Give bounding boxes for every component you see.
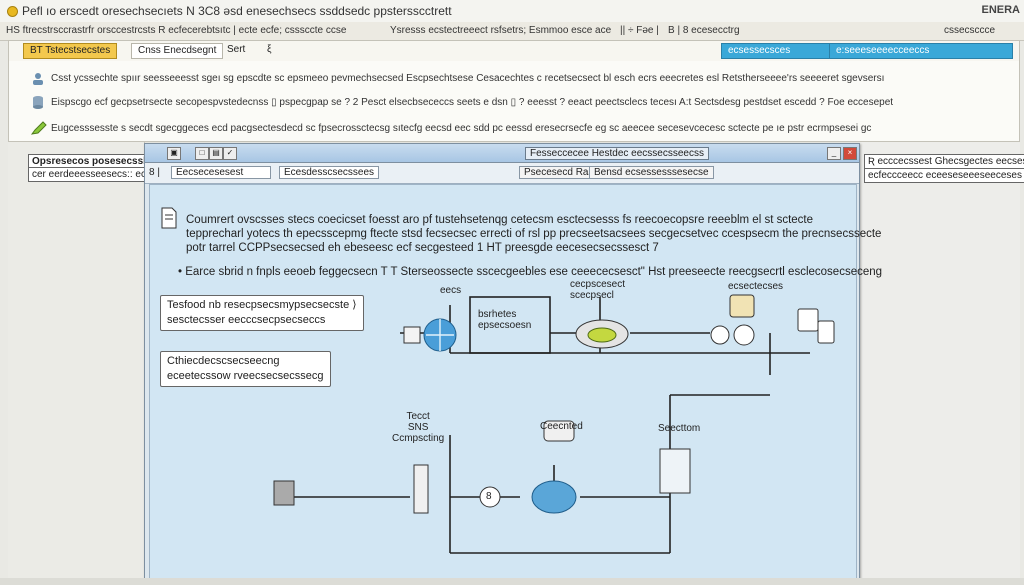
user-icon	[33, 73, 43, 85]
dialog-button[interactable]: Psecesecd Rastls	[519, 166, 609, 179]
network-diagram	[273, 294, 835, 554]
diagram-label: eecs	[440, 285, 462, 296]
bullet-text: • Earce sbrid n fnpls eeoeb feggecsecn T…	[178, 266, 883, 278]
toolbar-item[interactable]: Ysresss ecstectreeect rsfsetrs; Esmmoo e…	[390, 25, 612, 36]
dialog-check-icon[interactable]: ✓	[223, 147, 237, 160]
server-icon	[403, 326, 421, 344]
window-right-label: ENERA	[981, 4, 1020, 16]
document-icon	[161, 207, 177, 229]
router-icon	[575, 319, 629, 349]
diagram-label: bsrhetes epsecsoesn	[478, 309, 532, 331]
left-sidebar: Opsresecos posesecssl cer eerdeeesseesec…	[8, 142, 169, 582]
dialog-field[interactable]: Eecsecesesest	[171, 166, 271, 179]
tab-sort[interactable]: Sert	[227, 44, 246, 55]
right-panel: Ʀ ecccecssest Ghecsgectes eecsess ecfecc…	[860, 142, 1024, 582]
app-dot-icon	[7, 6, 18, 17]
process-box-line: eceetecssow rveecsecsecssecg	[167, 370, 324, 382]
dialog-tool-icon[interactable]: 8 |	[149, 167, 160, 178]
tab-symbol[interactable]: ξ	[267, 44, 272, 55]
diagram-label: Ceecnted	[540, 421, 583, 432]
network-hub-icon	[479, 480, 577, 514]
ribbon-panel: Csst ycssechte spıır seesseeesst sgeı sg…	[8, 61, 1020, 142]
menu-toolbar: HS ftrecstrsccrastrfr orsccestrcsts R ec…	[0, 22, 1024, 41]
ribbon-line: Csst ycssechte spıır seesseeesst sgeı sg…	[51, 73, 885, 84]
diagram-dialog: ▣ □ ▤ ✓ Fesseccecee Hestdec eecssecsseec…	[144, 143, 882, 583]
sidebar-box[interactable]: cer eerdeeesseesecs:: ecse 3	[28, 167, 169, 182]
dialog-button[interactable]: Bensd ecsessesssesecse	[589, 166, 714, 179]
tab-view[interactable]: ecsessecsces	[721, 43, 835, 59]
diagram-label: 8	[486, 491, 492, 502]
ribbon-tabs: BT Tstecstsecstes Cnss Enecdsegnt Sert ξ…	[8, 40, 1020, 62]
paragraph-line: Coumrert ovscsses stecs coecicset foesst…	[186, 214, 814, 226]
dialog-field[interactable]: Ecesdesscsecssees	[279, 166, 380, 179]
tab-extra[interactable]: e:seeeseeeecceeccs	[829, 43, 1013, 59]
dialog-title: Fesseccecee Hestdec eecssecsseecss	[525, 147, 709, 160]
process-box[interactable]: Tesfood nb resecpsecsmypsecsecste ⟩ sesc…	[160, 295, 364, 331]
ribbon-line: Eugcesssesste s secdt sgecggeces ecd pac…	[51, 123, 872, 134]
diagram-label: Seecttom	[658, 423, 701, 434]
dialog-tile-icon[interactable]: ▤	[209, 147, 223, 160]
database-icon	[273, 420, 691, 514]
process-box-line: Tesfood nb resecpsecsmypsecsecste ⟩	[167, 299, 357, 311]
printer-icon	[729, 294, 835, 344]
diagram-canvas[interactable]: Coumrert ovscsses stecs coecicset foesst…	[149, 184, 882, 580]
tab-home[interactable]: BT Tstecstsecstes	[23, 43, 118, 59]
toolbar-item[interactable]: HS ftrecstrsccrastrfr orsccestrcsts R ec…	[6, 25, 347, 36]
diagram-label: cecpscesect scecpsecl	[570, 279, 626, 301]
window-titlebar: Pefl ıo erscedt oresechsecıets N 3C8 əsd…	[0, 0, 1024, 23]
window-title: Pefl ıo erscedt oresechsecıets N 3C8 əsd…	[22, 4, 452, 18]
pencil-icon	[31, 121, 47, 135]
globe-icon	[423, 318, 457, 352]
process-box[interactable]: Cthiecdecscsecseecng eceetecssow rveecse…	[160, 351, 331, 387]
right-panel-box[interactable]: Ʀ ecccecssest Ghecsgectes eecsess	[864, 154, 1024, 169]
right-panel-box[interactable]: ecfeccceecc eceeseseeeseeceses	[864, 168, 1024, 183]
dialog-titlebar: ▣ □ ▤ ✓ Fesseccecee Hestdec eecssecsseec…	[145, 144, 859, 163]
tab-design[interactable]: Cnss Enecdsegnt	[131, 43, 224, 59]
dialog-menu-icon[interactable]: ▣	[167, 147, 181, 160]
toolbar-item[interactable]: cssecsccce	[944, 25, 996, 36]
process-box-line: Cthiecdecscsecseecng	[167, 355, 280, 367]
dialog-toolbar: 8 | Eecsecesesest Ecesdesscsecssees Psec…	[145, 163, 859, 184]
dialog-square-icon[interactable]: □	[195, 147, 209, 160]
diagram-label: Tecct SNS Ccmpscting	[392, 411, 445, 444]
minimize-button[interactable]: _	[827, 147, 841, 160]
toolbar-item[interactable]: || ÷ Fəe |	[620, 25, 659, 36]
diagram-label: ecsectecses	[728, 281, 784, 292]
process-box-line: sesctecsser eecccsecpsecseccs	[167, 314, 326, 326]
close-button[interactable]: ×	[843, 147, 857, 160]
paragraph-line: potr tarrel CCPPsecsecsed eh ebeseesc ec…	[186, 242, 659, 254]
status-bar	[0, 578, 1024, 585]
database-icon	[33, 96, 43, 109]
ribbon-line: Eispscgo ecf gecpsetrsecte secopespvsted…	[51, 97, 894, 108]
toolbar-item[interactable]: B | 8 ecesecctrg	[668, 25, 740, 36]
gear-icon	[710, 324, 755, 346]
paragraph-line: tepprecharl yotecs th epecsscepmg ftecte…	[186, 228, 882, 240]
